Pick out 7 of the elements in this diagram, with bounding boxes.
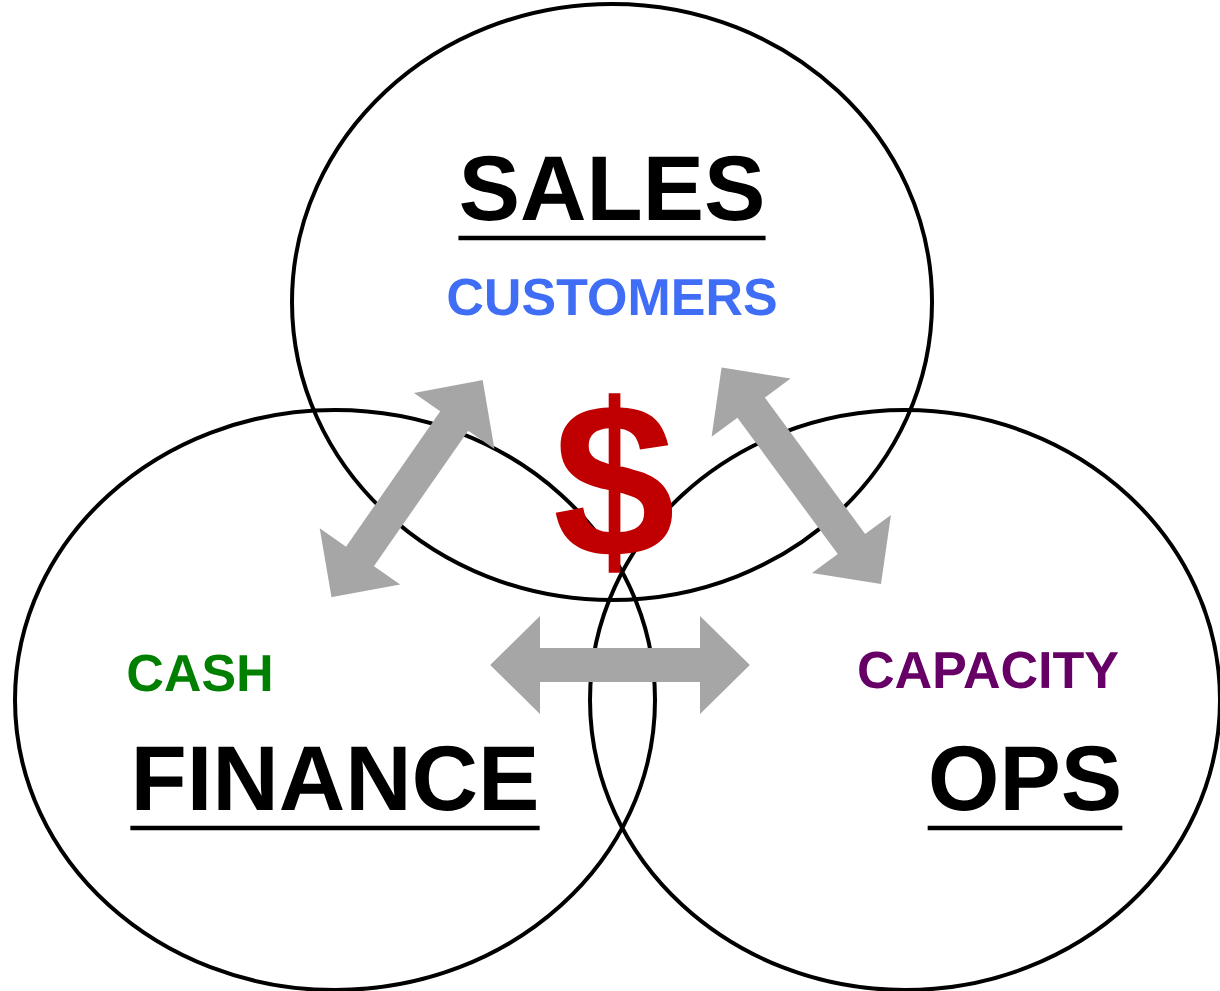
heading: OPS (927, 745, 1123, 831)
subheading: CUSTOMERS (448, 278, 776, 316)
dollar-sign: $ (555, 393, 673, 573)
subheading: CAPACITY (859, 651, 1119, 689)
heading: SALES (458, 155, 766, 241)
heading: FINANCE (130, 745, 540, 831)
subheading: CASH (128, 654, 271, 692)
